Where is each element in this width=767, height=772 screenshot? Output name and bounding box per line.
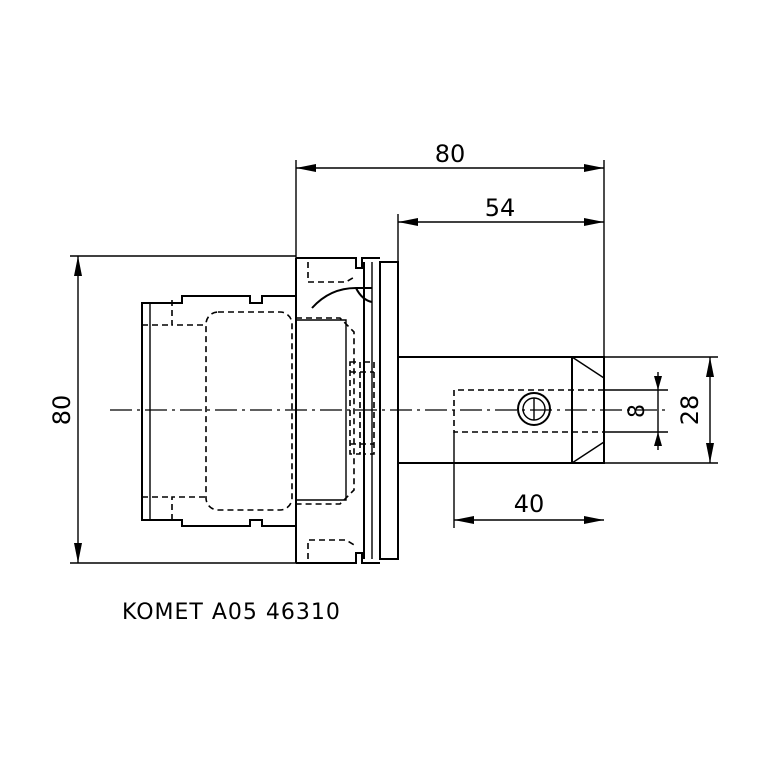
dimension-label-bore-diameter: 8 (625, 404, 650, 418)
part-label: KOMET A05 46310 (122, 600, 341, 625)
dimension-shank-diameter: 28 (604, 356, 718, 464)
dimension-flange-diameter: 80 (48, 255, 296, 564)
dimension-label-shank-diameter: 28 (676, 395, 704, 426)
dimension-bore-depth: 40 (453, 432, 604, 528)
dimension-shank-length: 54 (397, 194, 604, 262)
dimension-label-bore-depth: 40 (514, 490, 545, 518)
dimension-label-flange-diameter: 80 (48, 395, 76, 426)
hidden-lines (142, 262, 604, 559)
dimension-bore-diameter: 8 (604, 372, 668, 450)
dimension-label-shank-length: 54 (485, 194, 516, 222)
set-screw (517, 392, 551, 426)
dimension-overall-length: 80 (295, 140, 605, 357)
dimension-label-overall-length: 80 (435, 140, 466, 168)
